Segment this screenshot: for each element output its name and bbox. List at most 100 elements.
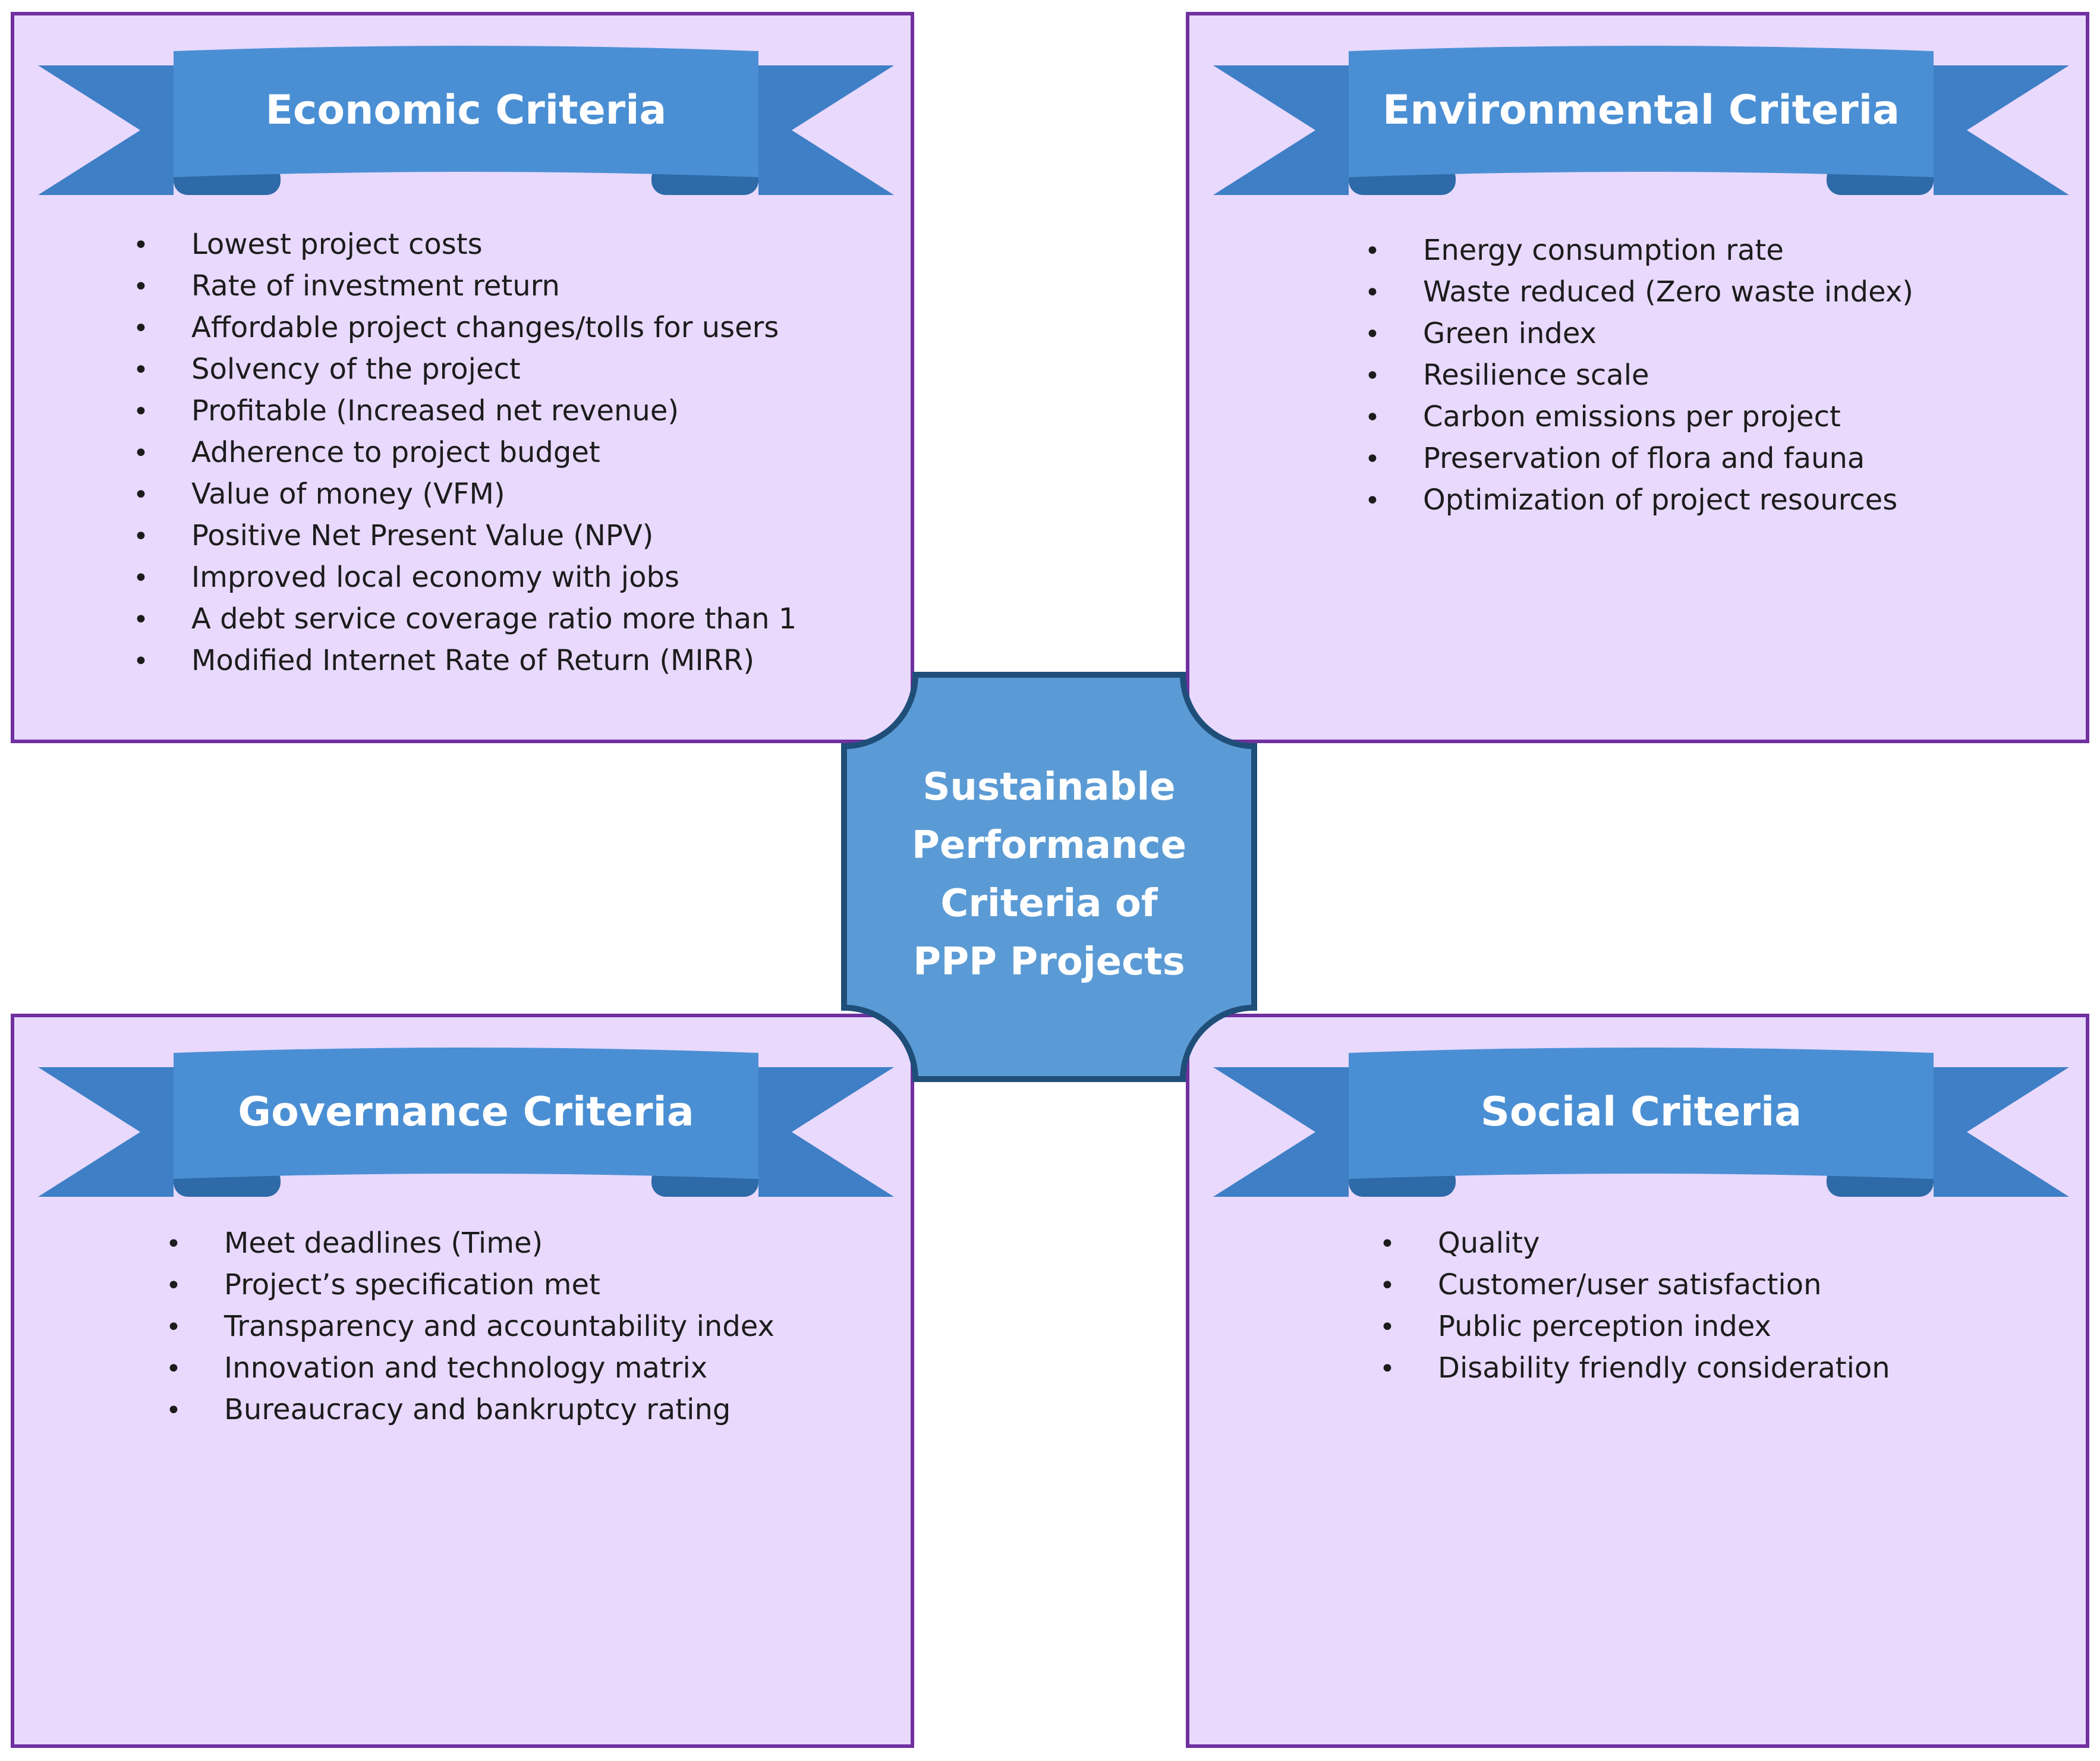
criteria-item: • Customer/user satisfaction <box>1380 1264 1890 1306</box>
bullet-icon: • <box>166 1271 181 1301</box>
criteria-item: • Public perception index <box>1380 1306 1890 1347</box>
criteria-item: • Transparency and accountability index <box>166 1306 774 1347</box>
criteria-item: • Bureaucracy and bankruptcy rating <box>166 1389 774 1430</box>
criteria-item: • Meet deadlines (Time) <box>166 1222 774 1264</box>
panel-title: Economic Criteria <box>265 87 667 134</box>
criteria-item-text: Affordable project changes/tolls for use… <box>191 311 779 344</box>
criteria-item-text: Quality <box>1438 1227 1540 1260</box>
criteria-item-text: Innovation and technology matrix <box>224 1351 708 1385</box>
bullet-icon: • <box>133 272 149 302</box>
bullet-icon: • <box>133 563 149 593</box>
environmental-criteria-panel: Environmental Criteria • Energy consumpti… <box>1186 12 2089 743</box>
criteria-item-text: Optimization of project resources <box>1423 483 1898 517</box>
criteria-item: • Affordable project changes/tolls for us… <box>133 307 796 348</box>
bullet-icon: • <box>1365 486 1380 516</box>
ribbon-banner-icon: Governance Criteria <box>38 1041 894 1219</box>
criteria-item: • Resilience scale <box>1365 354 1913 396</box>
criteria-item-text: Transparency and accountability index <box>224 1310 774 1343</box>
criteria-item: • Preservation of flora and fauna <box>1365 438 1913 479</box>
criteria-item: • Energy consumption rate <box>1365 229 1913 271</box>
criteria-item-text: Waste reduced (Zero waste index) <box>1423 275 1913 309</box>
criteria-item-text: Meet deadlines (Time) <box>224 1227 543 1260</box>
center-title-line: PPP Projects <box>913 940 1185 984</box>
criteria-item: • Solvency of the project <box>133 348 796 390</box>
criteria-list: • Energy consumption rate • Waste reduced (… <box>1365 229 1913 521</box>
criteria-list: • Meet deadlines (Time) • Project’s specifi… <box>166 1222 774 1430</box>
criteria-item-text: Positive Net Present Value (NPV) <box>191 519 654 552</box>
criteria-item: • Carbon emissions per project <box>1365 396 1913 438</box>
criteria-item: • Profitable (Increased net revenue) <box>133 390 796 432</box>
criteria-item-text: Resilience scale <box>1423 359 1649 392</box>
criteria-item: • Rate of investment return <box>133 265 796 307</box>
social-criteria-panel: Social Criteria • Quality • Customer/user s… <box>1186 1014 2089 1748</box>
criteria-item-text: Lowest project costs <box>191 228 483 261</box>
bullet-icon: • <box>166 1312 181 1342</box>
bullet-icon: • <box>166 1354 181 1384</box>
bullet-icon: • <box>1365 278 1380 308</box>
criteria-item: • Optimization of project resources <box>1365 479 1913 521</box>
criteria-item: • A debt service coverage ratio more than… <box>133 598 796 640</box>
bullet-icon: • <box>1380 1354 1395 1384</box>
criteria-item: •Adherence to project budget <box>133 432 796 473</box>
criteria-item-text: Green index <box>1423 317 1597 350</box>
ribbon-banner-icon: Environmental Criteria <box>1213 39 2069 218</box>
criteria-item-text: Carbon emissions per project <box>1423 400 1841 433</box>
bullet-icon: • <box>133 230 149 260</box>
criteria-item-text: Rate of investment return <box>191 269 560 303</box>
bullet-icon: • <box>1365 236 1380 266</box>
criteria-item-text: Energy consumption rate <box>1423 234 1784 267</box>
criteria-item: • Innovation and technology matrix <box>166 1347 774 1389</box>
center-criteria-shape: Sustainable Performance Criteria of PPP … <box>841 672 1257 1082</box>
criteria-item: • Green index <box>1365 313 1913 354</box>
bullet-icon: • <box>1380 1229 1395 1259</box>
bullet-icon: • <box>1380 1271 1395 1301</box>
bullet-icon: • <box>1365 444 1380 474</box>
bullet-icon: • <box>133 605 149 635</box>
ribbon-banner-icon: Social Criteria <box>1213 1041 2069 1219</box>
bullet-icon: • <box>1365 319 1380 350</box>
criteria-item-text: Profitable (Increased net revenue) <box>191 394 679 427</box>
criteria-item: • Waste reduced (Zero waste index) <box>1365 271 1913 313</box>
ribbon-banner-icon: Economic Criteria <box>38 39 894 218</box>
criteria-item-text: Customer/user satisfaction <box>1438 1268 1822 1301</box>
criteria-item-text: Modified Internet Rate of Return (MIRR) <box>191 644 755 677</box>
bullet-icon: • <box>1365 361 1380 391</box>
bullet-icon: • <box>133 480 149 510</box>
criteria-item-text: Bureaucracy and bankruptcy rating <box>224 1393 731 1426</box>
criteria-list: • Lowest project costs • Rate of investment… <box>133 224 796 681</box>
bullet-icon: • <box>133 313 149 344</box>
bullet-icon: • <box>133 646 149 677</box>
criteria-item-text: Adherence to project budget <box>191 436 600 469</box>
economic-criteria-panel: Economic Criteria •Lowest project costs•… <box>11 12 914 743</box>
center-title-line: Sustainable <box>923 765 1176 809</box>
criteria-item-text: Project’s specification met <box>224 1268 600 1301</box>
criteria-item: • Lowest project costs <box>133 224 796 265</box>
criteria-item: • Project’s specification met <box>166 1264 774 1306</box>
criteria-item-text: Solvency of the project <box>191 353 521 386</box>
bullet-icon: • <box>1365 402 1380 433</box>
bullet-icon: • <box>133 355 149 385</box>
criteria-item-text: Preservation of flora and fauna <box>1423 442 1865 475</box>
criteria-item-text: Improved local economy with jobs <box>191 561 679 594</box>
bullet-icon: • <box>166 1229 181 1259</box>
panel-title: Environmental Criteria <box>1382 87 1900 134</box>
criteria-list: • Quality • Customer/user satisfaction • Publ… <box>1380 1222 1890 1389</box>
criteria-item-text: A debt service coverage ratio more than … <box>191 602 797 636</box>
criteria-item-text: Disability friendly consideration <box>1438 1351 1890 1385</box>
panel-title: Governance Criteria <box>238 1089 694 1136</box>
criteria-item: • Disability friendly consideration <box>1380 1347 1890 1389</box>
panel-title: Social Criteria <box>1480 1089 1802 1136</box>
criteria-item-text: Value of money (VFM) <box>191 477 505 511</box>
bullet-icon: • <box>133 521 149 552</box>
bullet-icon: • <box>1380 1312 1395 1342</box>
criteria-item: • Modified Internet Rate of Return (MIRR) <box>133 640 796 681</box>
center-title: Sustainable Performance Criteria of PPP … <box>877 758 1221 991</box>
bullet-icon: • <box>133 397 149 427</box>
center-title-line: Performance <box>911 823 1187 867</box>
bullet-icon: • <box>166 1395 181 1426</box>
governance-criteria-panel: Governance Criteria • Meet deadlines (Tim… <box>11 1014 914 1748</box>
criteria-item-text: Public perception index <box>1438 1310 1771 1343</box>
center-title-line: Criteria of <box>940 882 1158 926</box>
criteria-item: • Quality <box>1380 1222 1890 1264</box>
criteria-item: • Improved local economy with jobs <box>133 556 796 598</box>
